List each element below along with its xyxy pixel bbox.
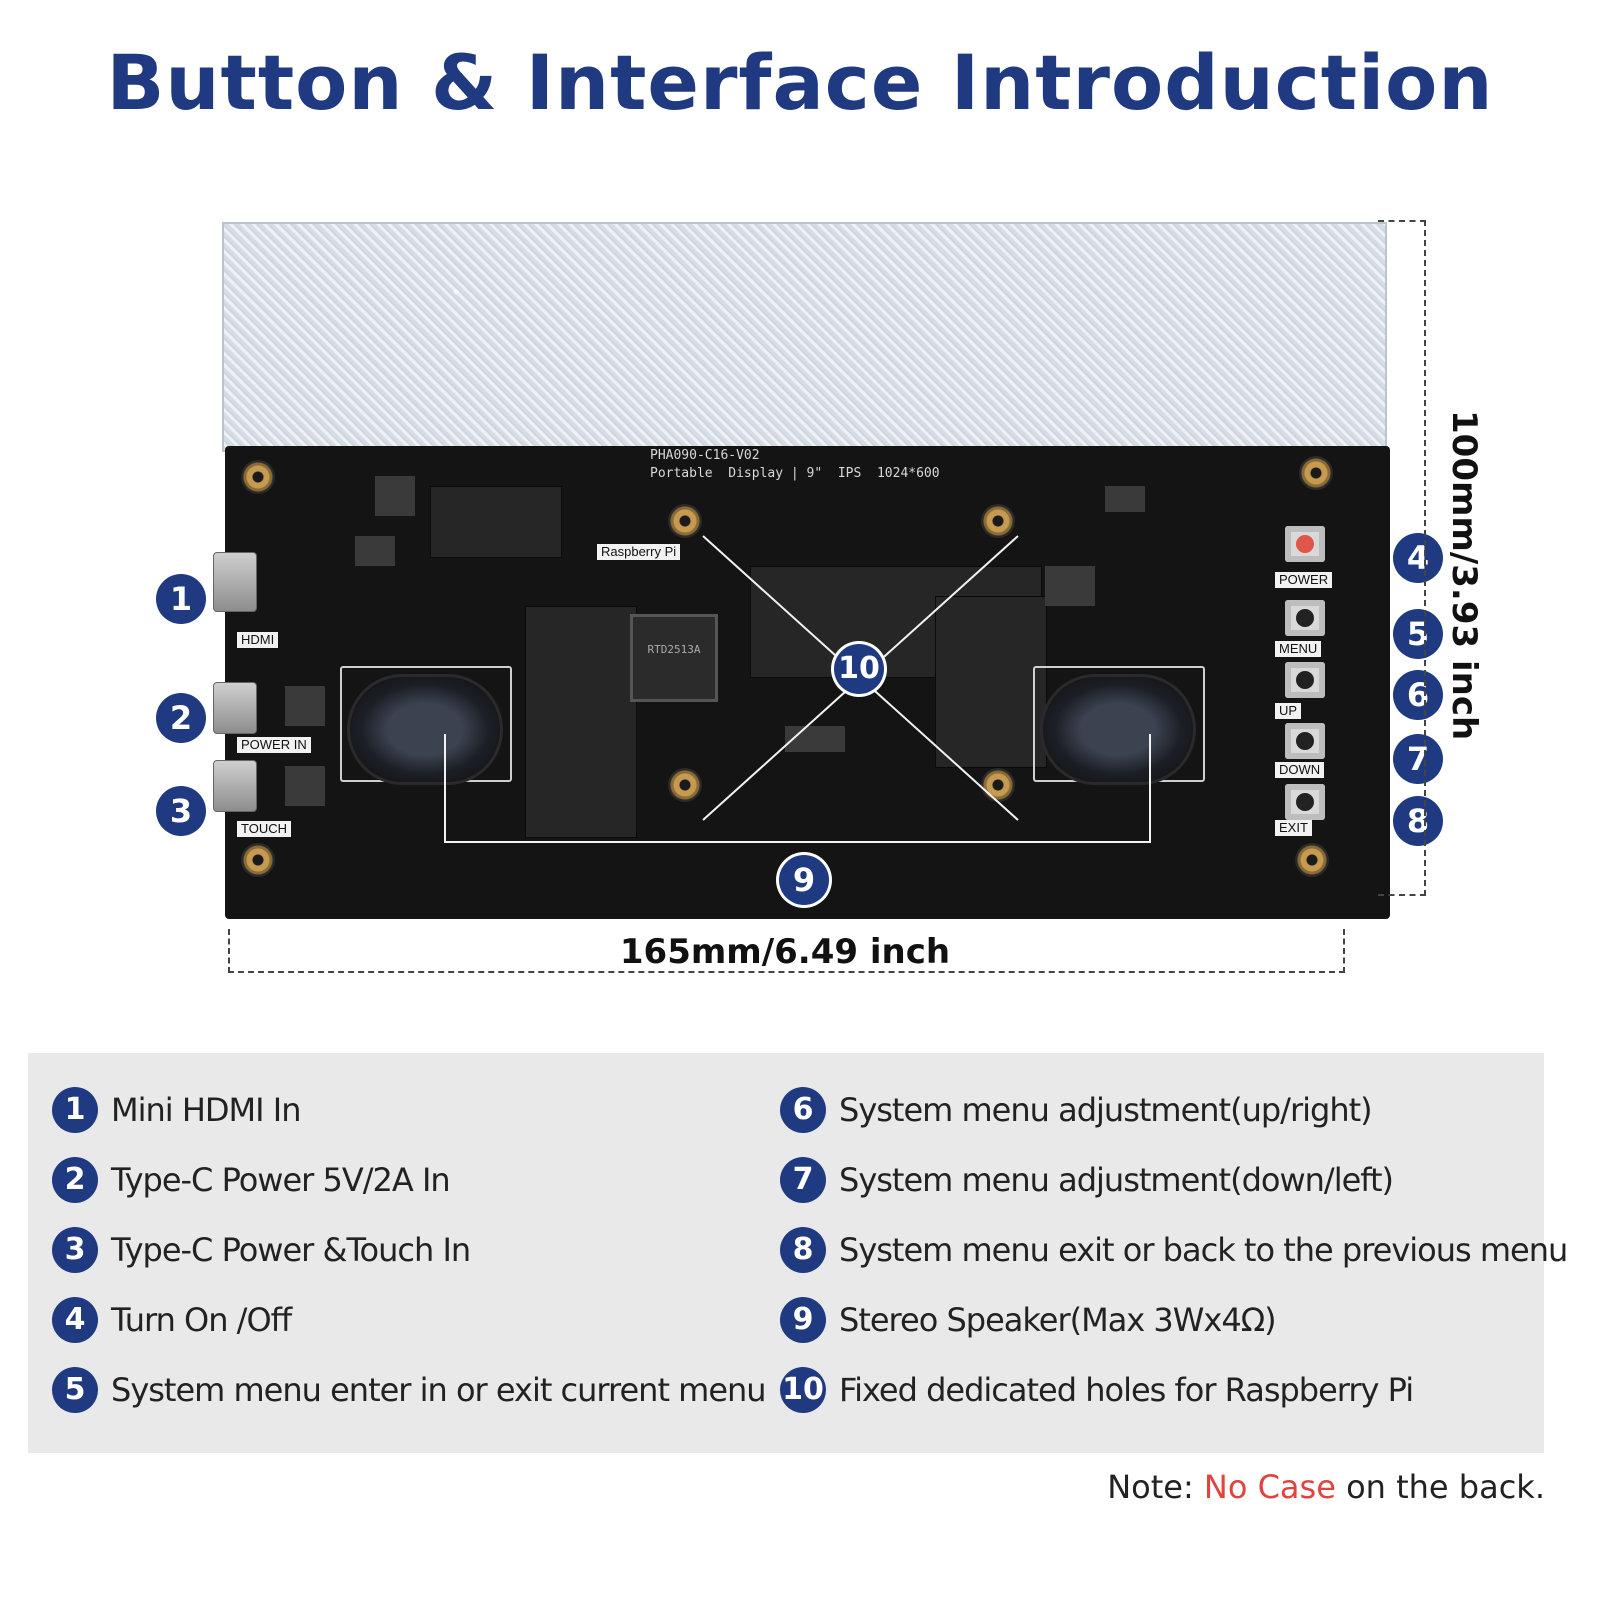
legend-text-5: System menu enter in or exit current men… (111, 1371, 767, 1409)
up-button (1285, 662, 1325, 698)
mounting-hole (1295, 843, 1329, 877)
legend-number-2: 2 (52, 1157, 98, 1203)
callout-6: 6 (1393, 670, 1443, 720)
exit-button (1285, 784, 1325, 820)
legend-text-7: System menu adjustment(down/left) (839, 1161, 1394, 1199)
legend-item-7: 7 System menu adjustment(down/left) (780, 1152, 1394, 1208)
usb-c-touch-port (213, 760, 257, 812)
legend-text-9: Stereo Speaker(Max 3Wx4Ω) (839, 1301, 1277, 1339)
raspberry-pi-label: Raspberry Pi (597, 544, 681, 560)
note-suffix: on the back. (1335, 1468, 1545, 1506)
note-prefix: Note: (1107, 1468, 1204, 1506)
legend-item-10: 10 Fixed dedicated holes for Raspberry P… (780, 1362, 1414, 1418)
legend-number-3: 3 (52, 1227, 98, 1273)
mini-hdmi-port (213, 552, 257, 612)
mounting-hole (241, 843, 275, 877)
callout-2: 2 (156, 693, 206, 743)
callout-7: 7 (1393, 734, 1443, 784)
legend-item-4: 4 Turn On /Off (52, 1292, 292, 1348)
down-button (1285, 723, 1325, 759)
callout-10: 10 (834, 644, 884, 694)
up-label: UP (1275, 703, 1302, 719)
tape-patch (935, 596, 1047, 768)
callout-1: 1 (156, 574, 206, 624)
smd-component (375, 476, 415, 516)
note: Note: No Case on the back. (1107, 1468, 1545, 1506)
legend-text-3: Type-C Power &Touch In (111, 1231, 471, 1269)
callout-3: 3 (156, 786, 206, 836)
callout-9: 9 (779, 855, 829, 905)
pi-mounting-hole (981, 768, 1015, 802)
callout-8: 8 (1393, 796, 1443, 846)
smd-component (1045, 566, 1095, 606)
note-highlight: No Case (1203, 1468, 1336, 1506)
legend-number-1: 1 (52, 1087, 98, 1133)
lcd-panel-back (222, 222, 1387, 452)
speaker-right (1040, 674, 1196, 785)
legend-number-5: 5 (52, 1367, 98, 1413)
legend-text-8: System menu exit or back to the previous… (839, 1231, 1568, 1269)
height-dimension-line (1378, 220, 1426, 896)
legend-text-6: System menu adjustment(up/right) (839, 1091, 1373, 1129)
touch-label: TOUCH (237, 821, 291, 837)
legend-number-7: 7 (780, 1157, 826, 1203)
power-in-label: POWER IN (237, 737, 311, 753)
mounting-hole (241, 460, 275, 494)
width-dimension-label: 165mm/6.49 inch (619, 932, 951, 972)
legend-number-9: 9 (780, 1297, 826, 1343)
board-model-line1: PHA090-C16-V02 (650, 448, 760, 463)
legend-item-1: 1 Mini HDMI In (52, 1082, 301, 1138)
power-button (1285, 526, 1325, 562)
legend-number-10: 10 (780, 1367, 826, 1413)
menu-button (1285, 600, 1325, 636)
pi-mounting-hole (668, 768, 702, 802)
driver-board: PHA090-C16-V02 Portable Display | 9" IPS… (213, 446, 1390, 919)
product-illustration: PHA090-C16-V02 Portable Display | 9" IPS… (156, 220, 1484, 973)
hdmi-label: HDMI (237, 632, 279, 648)
smd-component (1105, 486, 1145, 512)
mounting-hole (1299, 456, 1333, 490)
exit-label: EXIT (1275, 820, 1312, 836)
down-label: DOWN (1275, 762, 1325, 778)
legend-text-10: Fixed dedicated holes for Raspberry Pi (839, 1371, 1414, 1409)
controller-chip: RTD2513A (630, 614, 718, 702)
page-title: Button & Interface Introduction (106, 38, 1494, 127)
tape-patch (525, 606, 637, 838)
legend-item-8: 8 System menu exit or back to the previo… (780, 1222, 1568, 1278)
smd-component (785, 726, 845, 752)
pi-mounting-hole (981, 504, 1015, 538)
smd-component (285, 686, 325, 726)
legend-panel: 1 Mini HDMI In 2 Type-C Power 5V/2A In 3… (28, 1053, 1568, 1453)
legend-number-6: 6 (780, 1087, 826, 1133)
smd-component (285, 766, 325, 806)
speaker-left (347, 674, 503, 785)
usb-c-power-port (213, 682, 257, 734)
height-dimension-label: 100mm/3.93 inch (1444, 410, 1484, 741)
legend-number-4: 4 (52, 1297, 98, 1343)
menu-label: MENU (1275, 641, 1322, 657)
legend-text-2: Type-C Power 5V/2A In (111, 1161, 451, 1199)
legend-item-5: 5 System menu enter in or exit current m… (52, 1362, 767, 1418)
legend-text-4: Turn On /Off (111, 1301, 292, 1339)
callout-4: 4 (1393, 533, 1443, 583)
legend-item-6: 6 System menu adjustment(up/right) (780, 1082, 1373, 1138)
tape-patch (430, 486, 562, 558)
width-dimension-line (228, 929, 1345, 973)
legend-item-3: 3 Type-C Power &Touch In (52, 1222, 471, 1278)
power-label: POWER (1275, 572, 1333, 588)
pi-mounting-hole (668, 504, 702, 538)
legend-item-9: 9 Stereo Speaker(Max 3Wx4Ω) (780, 1292, 1277, 1348)
legend-item-2: 2 Type-C Power 5V/2A In (52, 1152, 451, 1208)
smd-component (355, 536, 395, 566)
callout-5: 5 (1393, 609, 1443, 659)
legend-number-8: 8 (780, 1227, 826, 1273)
legend-text-1: Mini HDMI In (111, 1091, 301, 1129)
board-model-line2: Portable Display | 9" IPS 1024*600 (650, 466, 940, 481)
